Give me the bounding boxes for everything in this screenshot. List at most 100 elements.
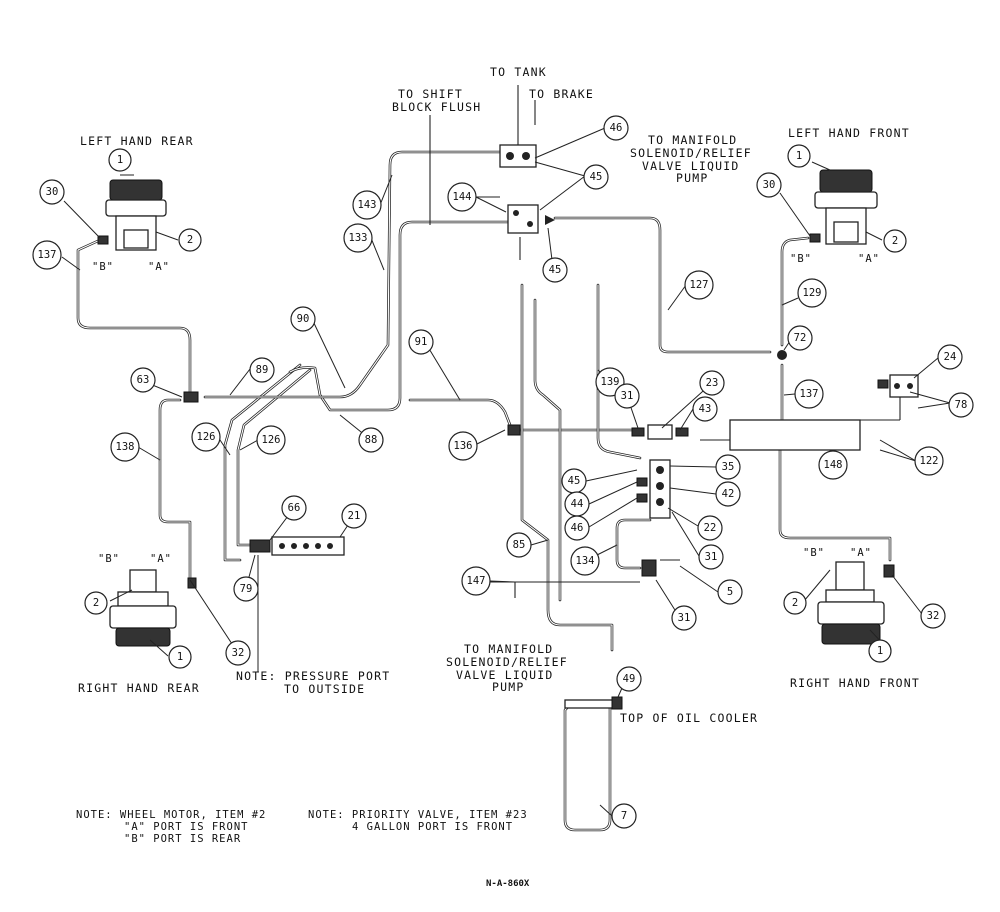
item-number: 63 [137, 374, 150, 386]
item-number: 23 [706, 377, 719, 389]
item-bubble: 21 [341, 503, 367, 529]
item-bubble: 44 [564, 491, 590, 517]
note-wheel-motor-line1: NOTE: WHEEL MOTOR, ITEM #2 [76, 809, 266, 821]
item-number: 144 [453, 191, 472, 203]
port-a-rhf: "A" [850, 547, 872, 559]
item-number: 139 [601, 376, 620, 388]
item-bubble: 1 [108, 148, 132, 172]
item-bubble: 136 [448, 431, 478, 461]
valve-24 [877, 374, 919, 398]
item-number: 72 [794, 332, 807, 344]
note-priority-valve-line1: NOTE: PRIORITY VALVE, ITEM #23 [308, 809, 528, 821]
item-bubble: 45 [561, 468, 587, 494]
port-b-lhf: "B" [790, 253, 812, 265]
item-bubble: 30 [39, 179, 65, 205]
wheel-motor-right-rear [109, 569, 177, 647]
item-number: 42 [722, 488, 735, 500]
right-hand-rear-title: RIGHT HAND REAR [78, 681, 200, 695]
port-b-lhr: "B" [92, 261, 114, 273]
note-pressure-line2: TO OUTSIDE [284, 682, 365, 696]
item-bubble: 24 [937, 344, 963, 370]
item-number: 31 [705, 551, 718, 563]
item-number: 66 [288, 502, 301, 514]
oil-cooler [564, 696, 623, 710]
manifold-bottom-line4: PUMP [492, 680, 525, 694]
item-number: 43 [699, 403, 712, 415]
item-number: 129 [803, 287, 822, 299]
item-number: 49 [623, 673, 636, 685]
to-tank-label: TO TANK [490, 65, 547, 79]
item-bubble: 5 [717, 579, 743, 605]
item-number: 45 [568, 475, 581, 487]
item-bubble: 144 [447, 182, 477, 212]
port-b-rhr: "B" [98, 553, 120, 565]
item-bubble: 147 [461, 566, 491, 596]
tank-148 [729, 419, 861, 451]
item-number: 89 [256, 364, 269, 376]
item-number: 32 [232, 647, 245, 659]
item-number: 2 [187, 234, 193, 246]
note-wheel-motor-line3: "B" PORT IS REAR [124, 833, 241, 845]
item-bubble: 133 [343, 223, 373, 253]
item-number: 88 [365, 434, 378, 446]
item-bubble: 137 [32, 240, 62, 270]
block-flush-label: BLOCK FLUSH [392, 100, 481, 114]
item-bubble: 2 [883, 229, 907, 253]
item-bubble: 30 [756, 172, 782, 198]
item-bubble: 138 [110, 432, 140, 462]
item-number: 46 [610, 122, 623, 134]
manifold-block-21 [249, 536, 345, 556]
item-number: 2 [93, 597, 99, 609]
item-number: 134 [576, 555, 595, 567]
valve-top-fittings [499, 144, 555, 234]
item-bubble: 32 [225, 640, 251, 666]
item-number: 91 [415, 336, 428, 348]
item-number: 35 [722, 461, 735, 473]
item-bubble: 122 [914, 446, 944, 476]
top-of-oil-cooler-label: TOP OF OIL COOLER [620, 711, 758, 725]
left-hand-rear-title: LEFT HAND REAR [80, 134, 194, 148]
item-number: 45 [549, 264, 562, 276]
item-bubble: 7 [611, 803, 637, 829]
valve-stack-center [636, 459, 671, 519]
item-number: 44 [571, 498, 584, 510]
item-number: 2 [792, 597, 798, 609]
manifold-bottom-line3: VALVE LIQUID [456, 668, 553, 682]
item-bubble: 126 [191, 422, 221, 452]
wheel-motor-left-front [809, 169, 878, 245]
item-number: 31 [621, 390, 634, 402]
port-a-rhr: "A" [150, 553, 172, 565]
item-bubble: 66 [281, 495, 307, 521]
item-bubble: 22 [697, 515, 723, 541]
item-bubble: 46 [603, 115, 629, 141]
manifold-bottom-line2: SOLENOID/RELIEF [446, 655, 568, 669]
manifold-top-line4: PUMP [676, 171, 709, 185]
item-bubbles: 1 30 2 137 1 30 2 129 72 137 24 78 148 1… [32, 115, 974, 829]
item-number: 1 [177, 651, 183, 663]
item-bubble: 32 [920, 603, 946, 629]
item-bubble: 85 [506, 532, 532, 558]
item-number: 122 [920, 455, 939, 467]
item-number: 78 [955, 399, 968, 411]
item-number: 24 [944, 351, 957, 363]
item-number: 45 [590, 171, 603, 183]
item-number: 127 [690, 279, 709, 291]
priority-valve-23 [631, 424, 689, 440]
item-bubble: 78 [948, 392, 974, 418]
item-bubble: 126 [256, 425, 286, 455]
item-bubble: 148 [818, 450, 848, 480]
item-number: 90 [297, 313, 310, 325]
item-number: 126 [262, 434, 281, 446]
item-number: 31 [678, 612, 691, 624]
item-bubble: 2 [783, 591, 807, 615]
note-pressure-line1: NOTE: PRESSURE PORT [236, 669, 390, 683]
port-a-lhf: "A" [858, 253, 880, 265]
item-bubble: 90 [290, 306, 316, 332]
item-bubble: 127 [684, 270, 714, 300]
to-brake-label: TO BRAKE [529, 87, 594, 101]
item-number: 5 [727, 586, 733, 598]
item-number: 32 [927, 610, 940, 622]
item-number: 2 [892, 235, 898, 247]
